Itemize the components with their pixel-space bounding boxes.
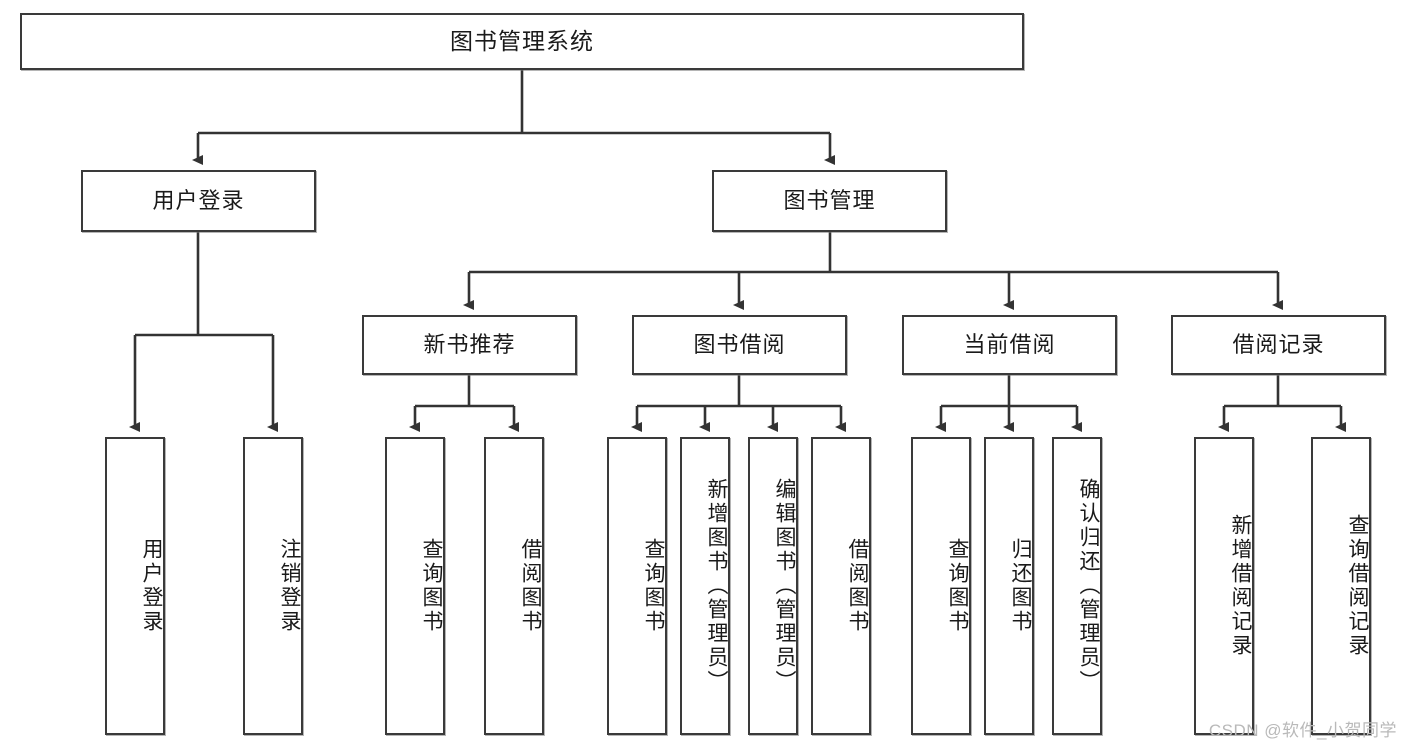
node-leaf-confirm-return-admin[interactable]: 确认归还（管理员） — [1052, 437, 1102, 735]
node-leaf-query-book-borrow[interactable]: 查询图书 — [607, 437, 667, 735]
node-label: 用户登录 — [140, 538, 163, 634]
node-label: 查询图书 — [946, 538, 969, 634]
node-user-login[interactable]: 用户登录 — [81, 170, 316, 232]
node-leaf-add-book-admin[interactable]: 新增图书（管理员） — [680, 437, 730, 735]
node-label: 注销登录 — [278, 538, 301, 634]
node-leaf-borrow-book[interactable]: 借阅图书 — [811, 437, 871, 735]
node-book-borrow[interactable]: 图书借阅 — [632, 315, 847, 375]
node-leaf-return-book[interactable]: 归还图书 — [984, 437, 1034, 735]
node-label: 图书管理系统 — [450, 27, 594, 54]
node-label: 新书推荐 — [423, 331, 516, 357]
node-leaf-query-borrow-record[interactable]: 查询借阅记录 — [1311, 437, 1371, 735]
node-borrow-record[interactable]: 借阅记录 — [1171, 315, 1386, 375]
node-label: 查询借阅记录 — [1346, 514, 1369, 658]
node-label: 归还图书 — [1009, 538, 1032, 634]
node-leaf-borrow-book-new[interactable]: 借阅图书 — [484, 437, 544, 735]
node-label: 编辑图书（管理员） — [773, 478, 796, 694]
node-label: 新增借阅记录 — [1229, 514, 1252, 658]
node-label: 当前借阅 — [963, 331, 1056, 357]
node-leaf-edit-book-admin[interactable]: 编辑图书（管理员） — [748, 437, 798, 735]
node-leaf-user-login[interactable]: 用户登录 — [105, 437, 165, 735]
node-label: 借阅记录 — [1232, 331, 1325, 357]
node-label: 图书管理 — [783, 187, 876, 213]
node-label: 图书借阅 — [693, 331, 786, 357]
node-root-system[interactable]: 图书管理系统 — [20, 13, 1024, 70]
node-label: 查询图书 — [420, 538, 443, 634]
node-current-borrow[interactable]: 当前借阅 — [902, 315, 1117, 375]
node-label: 确认归还（管理员） — [1077, 478, 1100, 694]
node-label: 新增图书（管理员） — [705, 478, 728, 694]
node-leaf-user-logout[interactable]: 注销登录 — [243, 437, 303, 735]
node-new-book-recommend[interactable]: 新书推荐 — [362, 315, 577, 375]
node-label: 借阅图书 — [519, 538, 542, 634]
node-leaf-query-book-new[interactable]: 查询图书 — [385, 437, 445, 735]
node-label: 借阅图书 — [846, 538, 869, 634]
node-book-management[interactable]: 图书管理 — [712, 170, 947, 232]
node-leaf-query-book-current[interactable]: 查询图书 — [911, 437, 971, 735]
node-label: 查询图书 — [642, 538, 665, 634]
node-label: 用户登录 — [152, 187, 245, 213]
watermark-text: CSDN @软件_小贺同学 — [1208, 721, 1397, 740]
node-leaf-add-borrow-record[interactable]: 新增借阅记录 — [1194, 437, 1254, 735]
